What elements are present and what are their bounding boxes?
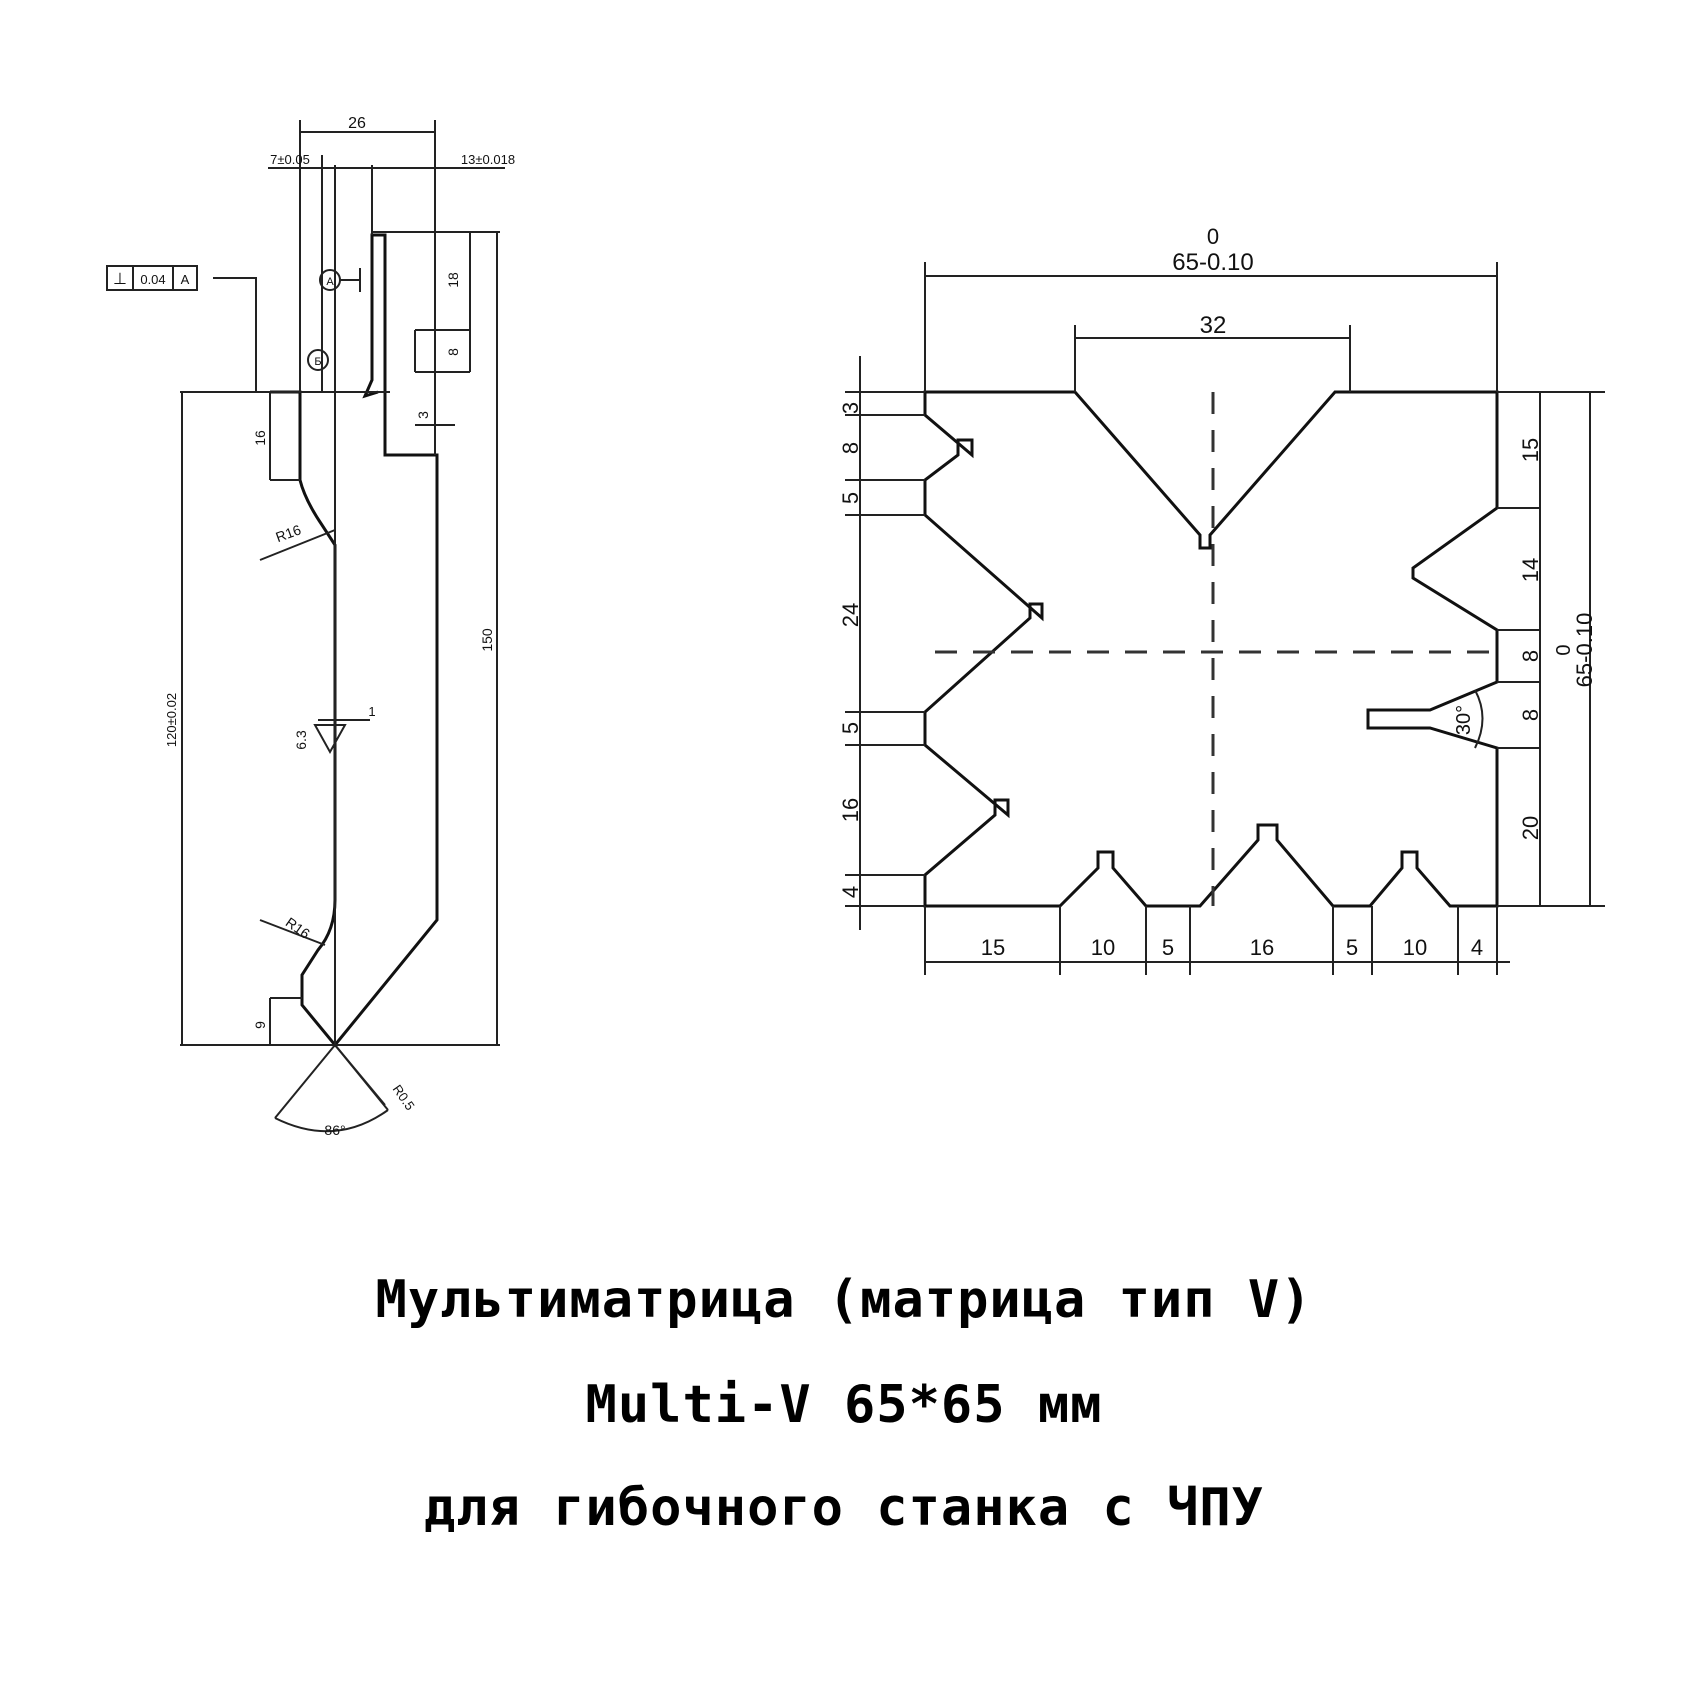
roughness-1: 1 (368, 704, 375, 719)
left-dim-6: 16 (838, 798, 863, 822)
caption-line-3: для гибочного станка с ЧПУ (424, 1478, 1264, 1538)
die-profile (923, 390, 1499, 908)
top-width-zero: 0 (1207, 224, 1219, 249)
right-dim-4: 8 (1518, 709, 1543, 721)
dim-tol-7: 7±0.05 (270, 152, 310, 167)
bottom-dim-6: 10 (1403, 935, 1427, 960)
bottom-dim-2: 10 (1091, 935, 1115, 960)
top-v-width: 32 (1200, 312, 1227, 339)
dim-8: 8 (445, 348, 461, 356)
bottom-dim-5: 5 (1346, 935, 1358, 960)
punch-profile (270, 233, 439, 1048)
right-dim-3: 8 (1518, 650, 1543, 662)
angle-86: 86° (324, 1122, 345, 1138)
right-total-zero: 0 (1553, 644, 1575, 655)
bottom-dim-1: 15 (981, 935, 1005, 960)
top-width: 65-0.10 (1172, 249, 1253, 276)
bottom-dim-3: 5 (1162, 935, 1174, 960)
right-dim-5: 20 (1518, 816, 1543, 840)
bottom-dim-4: 16 (1250, 935, 1274, 960)
dim-18: 18 (445, 272, 461, 288)
angle-30: 30° (1453, 705, 1475, 735)
perp-symbol: ⊥ (113, 271, 127, 288)
punch-drawing: 26 7±0.05 13±0.018 ⊥ 0.04 A A Б 18 8 3 1… (106, 115, 515, 1138)
roughness-value: 6.3 (293, 730, 309, 750)
datum-a-label: A (326, 276, 334, 288)
perp-value: 0.04 (140, 272, 165, 287)
left-dim-7: 4 (838, 886, 863, 898)
caption-line-2: Multi-V 65*65 мм (585, 1375, 1103, 1435)
left-dim-4: 24 (838, 603, 863, 627)
die-drawing: 0 65-0.10 32 3 8 5 24 5 16 4 15 14 8 8 2… (838, 224, 1605, 975)
dim-120: 120±0.02 (164, 693, 179, 747)
right-dim-1: 15 (1518, 438, 1543, 462)
dim-26: 26 (348, 115, 366, 132)
datum-b-label: Б (314, 356, 321, 368)
left-dim-2: 8 (838, 442, 863, 454)
dim-150: 150 (479, 628, 495, 652)
perp-datum: A (181, 272, 190, 287)
left-dim-3: 5 (838, 492, 863, 504)
right-dim-2: 14 (1518, 558, 1543, 582)
dim-tol-13: 13±0.018 (461, 152, 515, 167)
bottom-dim-7: 4 (1471, 935, 1483, 960)
radius-top: R16 (273, 521, 303, 545)
caption-line-1: Мультиматрица (матрица тип V) (375, 1270, 1313, 1330)
dim-9: 9 (252, 1021, 268, 1029)
dim-16: 16 (252, 430, 268, 446)
right-total: 65-0.10 (1572, 613, 1597, 688)
dim-3: 3 (415, 411, 431, 419)
tip-radius: R0.5 (390, 1082, 418, 1113)
left-dim-5: 5 (838, 722, 863, 734)
left-dim-1: 3 (838, 402, 863, 414)
